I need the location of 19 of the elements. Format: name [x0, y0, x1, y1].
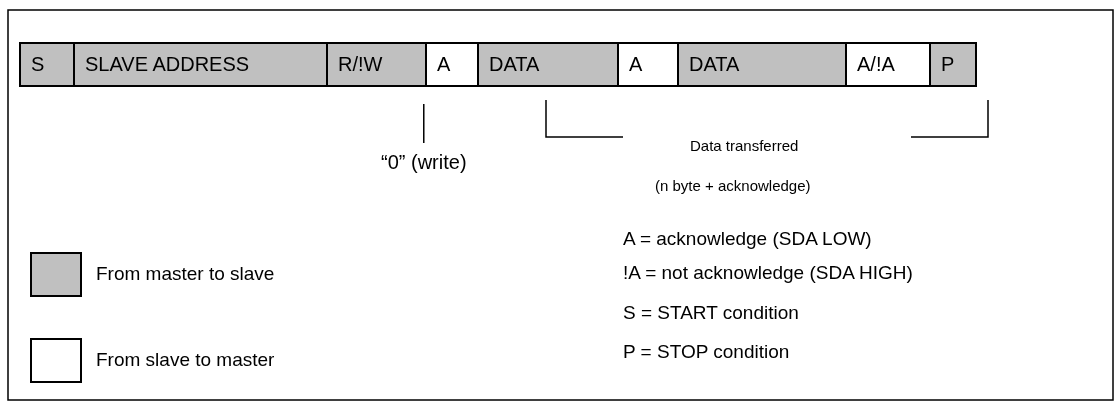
note-text: P = STOP condition [623, 341, 790, 363]
frame-field-cell: DATA [677, 42, 847, 87]
leader-line [423, 103, 425, 144]
legend-text: From master to slave [96, 263, 275, 285]
annotation-text: “0” (write) [381, 143, 467, 174]
note-text: A = acknowledge (SDA LOW) [623, 228, 872, 250]
frame-field-cell: DATA [477, 42, 619, 87]
frame-field-cell: A [617, 42, 679, 87]
bracket-label: Data transferred [690, 137, 799, 154]
frame-field-cell: A/!A [845, 42, 931, 87]
frame-field-cell: A [425, 42, 479, 87]
frame-field-cell: R/!W [326, 42, 427, 87]
frame-field-cell: SLAVE ADDRESS [73, 42, 328, 87]
legend-text: From slave to master [96, 349, 275, 371]
note-text: !A = not acknowledge (SDA HIGH) [623, 262, 913, 284]
note-text: S = START condition [623, 302, 799, 324]
frame-field-cell: P [929, 42, 977, 87]
bracket-label: (n byte + acknowledge) [655, 177, 811, 194]
frame-field-cell: S [19, 42, 75, 87]
